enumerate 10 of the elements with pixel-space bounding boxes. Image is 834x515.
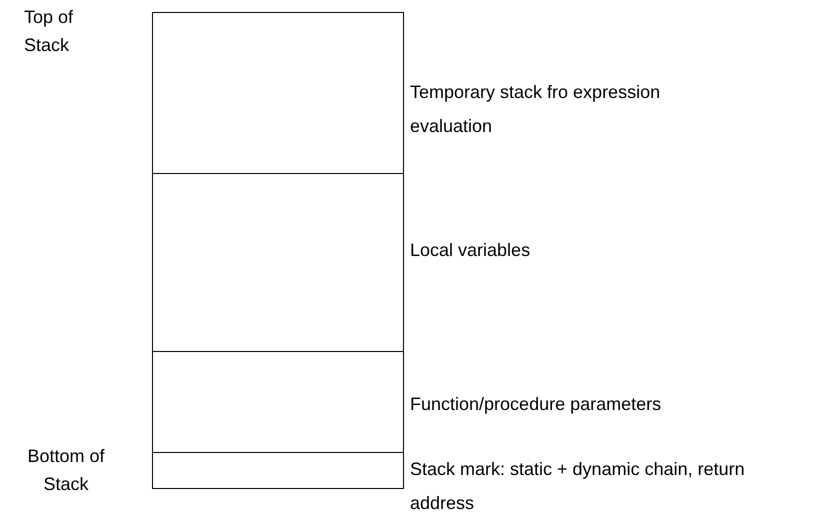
section-description: Stack mark: static + dynamic chain, return address: [410, 458, 746, 515]
stack-frame-section: [152, 351, 404, 453]
stack-frame-section: [152, 173, 404, 352]
section-description: Temporary stack fro expression evaluation: [410, 81, 662, 138]
section-description: Local variables: [410, 239, 532, 262]
stack-frame-section: [152, 452, 404, 489]
section-description: Function/procedure parameters: [410, 393, 662, 416]
stack-frame-section: [152, 12, 404, 174]
stack-bottom-label: Bottom of Stack: [26, 445, 106, 496]
stack-top-label: Top of Stack: [24, 6, 74, 57]
